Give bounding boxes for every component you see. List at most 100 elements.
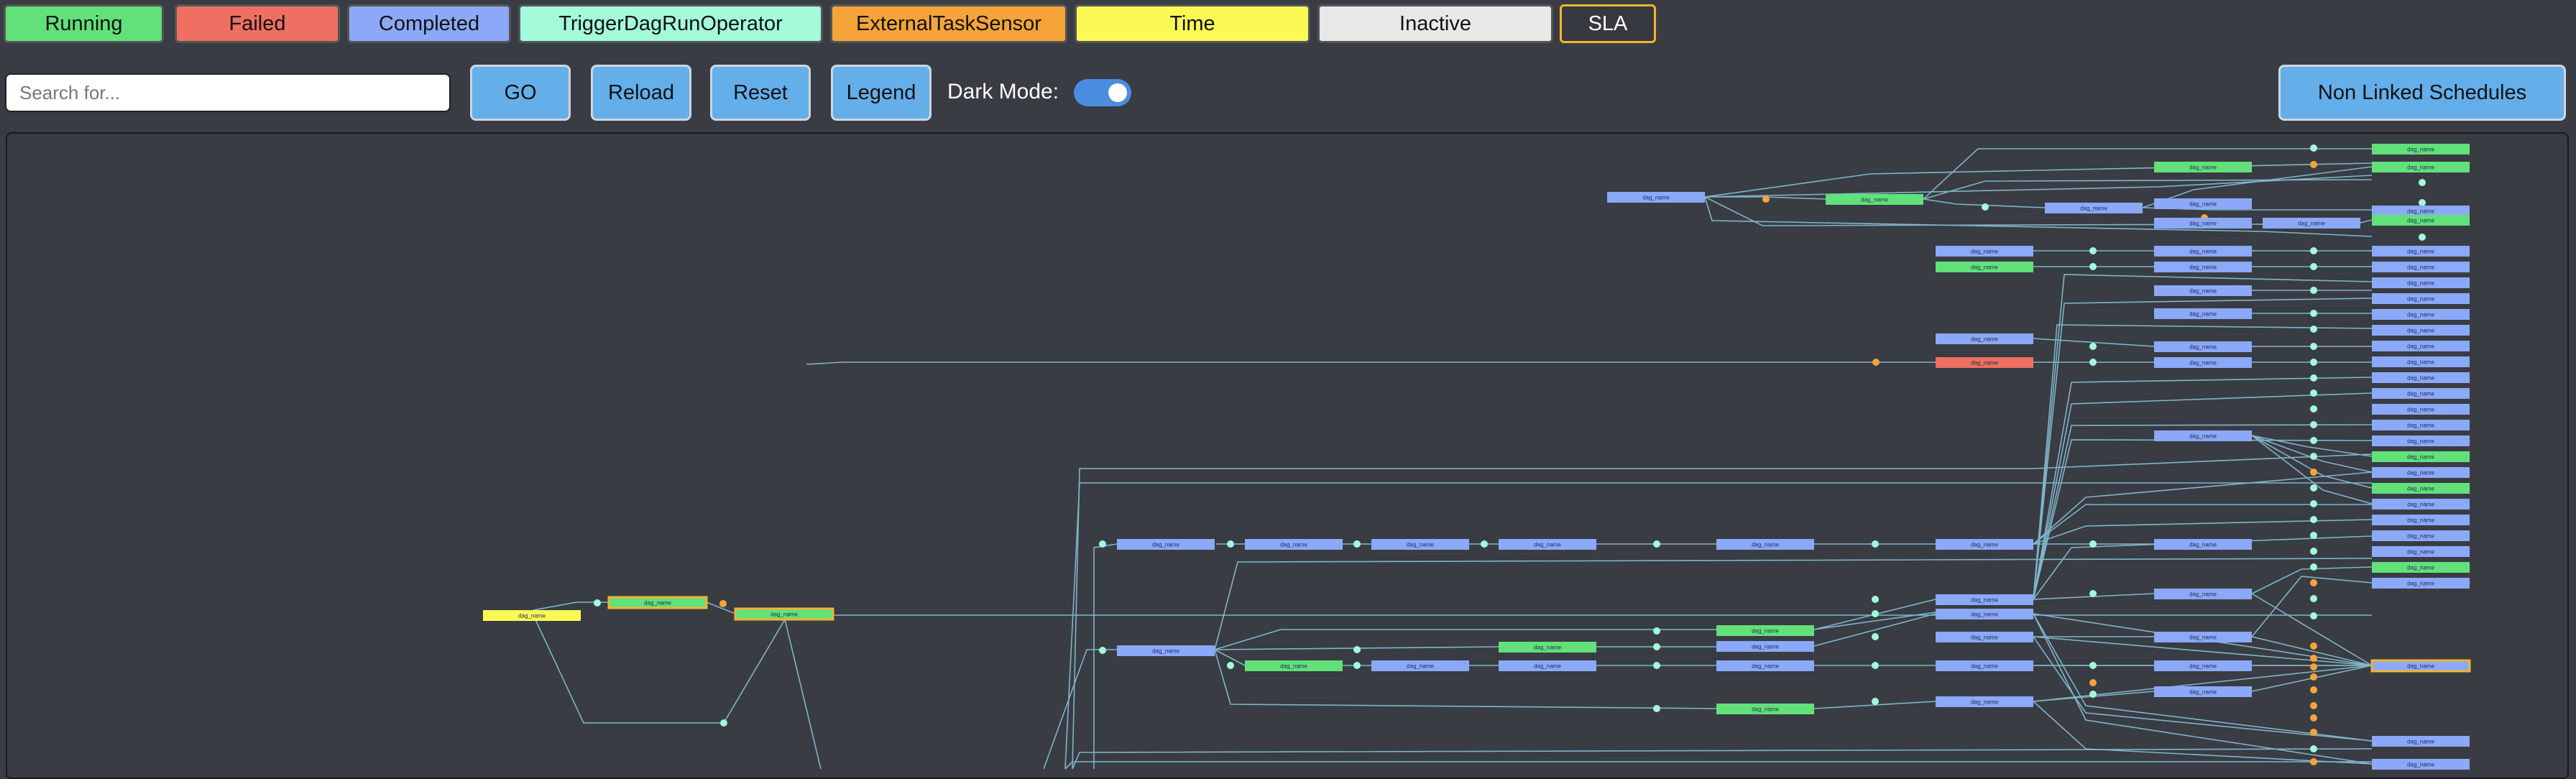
- dag-node[interactable]: dag_name: [1936, 262, 2033, 272]
- trigger-dag-run-dot[interactable]: [1099, 540, 1106, 548]
- dag-node-box[interactable]: [2372, 293, 2470, 304]
- dag-node-box[interactable]: [2154, 632, 2252, 642]
- dag-node[interactable]: dag_name: [1607, 192, 1705, 203]
- dag-node[interactable]: dag_name: [2045, 203, 2143, 213]
- dag-node[interactable]: dag_name: [2372, 759, 2470, 770]
- trigger-dag-run-dot[interactable]: [2310, 310, 2317, 317]
- dag-node-box[interactable]: [2372, 162, 2470, 172]
- trigger-dag-run-dot[interactable]: [2089, 540, 2097, 548]
- dag-node-box[interactable]: [2372, 144, 2470, 155]
- dag-node-box[interactable]: [1936, 246, 2033, 257]
- dag-node[interactable]: dag_name: [2370, 659, 2471, 673]
- dag-node-box[interactable]: [1716, 660, 1814, 671]
- dag-node-box[interactable]: [2372, 309, 2470, 320]
- trigger-dag-run-dot[interactable]: [2310, 247, 2317, 254]
- trigger-dag-run-dot[interactable]: [1653, 643, 1660, 650]
- dag-node-box[interactable]: [2154, 285, 2252, 296]
- trigger-dag-run-dot[interactable]: [2310, 516, 2317, 523]
- external-task-sensor-dot[interactable]: [2089, 679, 2097, 686]
- dag-node-box[interactable]: [2154, 198, 2252, 209]
- dag-node-box[interactable]: [1716, 539, 1814, 550]
- go-button[interactable]: GO: [470, 65, 571, 121]
- trigger-dag-run-dot[interactable]: [1872, 698, 1879, 705]
- dag-node-box[interactable]: [1936, 594, 2033, 605]
- dag-node-box[interactable]: [1936, 262, 2033, 272]
- dag-node-box[interactable]: [1371, 539, 1469, 550]
- dag-node-box[interactable]: [2154, 589, 2252, 599]
- dag-node-box[interactable]: [1499, 539, 1596, 550]
- trigger-dag-run-dot[interactable]: [1353, 540, 1361, 548]
- external-task-sensor-dot[interactable]: [2310, 655, 2317, 662]
- trigger-dag-run-dot[interactable]: [2310, 405, 2317, 412]
- trigger-dag-run-dot[interactable]: [1653, 627, 1660, 635]
- dag-node[interactable]: dag_name: [2154, 218, 2252, 229]
- trigger-dag-run-dot[interactable]: [2419, 234, 2426, 241]
- trigger-dag-run-dot[interactable]: [2089, 247, 2097, 254]
- dag-node[interactable]: dag_name: [1499, 642, 1596, 653]
- dag-node[interactable]: dag_name: [2372, 215, 2470, 226]
- dag-node[interactable]: dag_name: [2154, 686, 2252, 697]
- trigger-dag-run-dot[interactable]: [1872, 540, 1879, 548]
- trigger-dag-run-dot[interactable]: [2089, 359, 2097, 366]
- dag-node-box[interactable]: [2372, 546, 2470, 557]
- trigger-dag-run-dot[interactable]: [2310, 500, 2317, 507]
- external-task-sensor-dot[interactable]: [2310, 729, 2317, 736]
- dag-node-box[interactable]: [2372, 736, 2470, 747]
- dag-node[interactable]: dag_name: [2372, 277, 2470, 288]
- dag-node-box[interactable]: [2372, 759, 2470, 770]
- dag-node-box[interactable]: [2154, 660, 2252, 671]
- dag-node-box[interactable]: [1936, 333, 2033, 344]
- dag-node[interactable]: dag_name: [2372, 162, 2470, 172]
- dag-node-box[interactable]: [2372, 215, 2470, 226]
- dag-node[interactable]: dag_name: [1245, 660, 1343, 671]
- external-task-sensor-dot[interactable]: [2310, 702, 2317, 709]
- external-task-sensor-dot[interactable]: [2310, 686, 2317, 693]
- dag-node[interactable]: dag_name: [2372, 262, 2470, 272]
- external-task-sensor-dot[interactable]: [2310, 469, 2317, 476]
- dag-node[interactable]: dag_name: [1936, 594, 2033, 605]
- dag-node-box[interactable]: [1936, 539, 2033, 550]
- trigger-dag-run-dot[interactable]: [2089, 691, 2097, 698]
- dag-node[interactable]: dag_name: [1499, 660, 1596, 671]
- trigger-dag-run-dot[interactable]: [2310, 453, 2317, 460]
- dag-node-box[interactable]: [1936, 609, 2033, 619]
- trigger-dag-run-dot[interactable]: [2310, 287, 2317, 294]
- dag-node-box[interactable]: [607, 596, 708, 609]
- dag-node[interactable]: dag_name: [2154, 198, 2252, 209]
- trigger-dag-run-dot[interactable]: [2310, 343, 2317, 350]
- dark-mode-toggle[interactable]: [1074, 79, 1131, 106]
- dag-node-box[interactable]: [2372, 499, 2470, 510]
- trigger-dag-run-dot[interactable]: [2089, 263, 2097, 270]
- dag-node-box[interactable]: [2263, 218, 2360, 229]
- dag-node[interactable]: dag_name: [2154, 308, 2252, 319]
- dag-node[interactable]: dag_name: [2154, 430, 2252, 441]
- dag-node[interactable]: dag_name: [2372, 325, 2470, 336]
- dag-node[interactable]: dag_name: [2372, 499, 2470, 510]
- dag-node[interactable]: dag_name: [2372, 388, 2470, 399]
- dag-graph-canvas[interactable]: dag_name dag_name dag_name dag_name dag_name…: [6, 132, 2569, 779]
- dag-node[interactable]: dag_name: [1936, 696, 2033, 707]
- dag-node[interactable]: dag_name: [2154, 246, 2252, 257]
- trigger-dag-run-dot[interactable]: [2419, 179, 2426, 186]
- trigger-dag-run-dot[interactable]: [2310, 532, 2317, 539]
- dag-node[interactable]: dag_name: [2372, 356, 2470, 367]
- dag-node[interactable]: dag_name: [2372, 578, 2470, 589]
- trigger-dag-run-dot[interactable]: [594, 599, 601, 607]
- dag-node[interactable]: dag_name: [1716, 625, 1814, 636]
- trigger-dag-run-dot[interactable]: [2310, 745, 2317, 752]
- external-task-sensor-dot[interactable]: [2310, 714, 2317, 722]
- dag-node-box[interactable]: [2372, 246, 2470, 257]
- dag-node[interactable]: dag_name: [2154, 539, 2252, 550]
- dag-node-box[interactable]: [2372, 262, 2470, 272]
- dag-node-box[interactable]: [2154, 357, 2252, 368]
- dag-node[interactable]: dag_name: [2372, 372, 2470, 383]
- dag-node[interactable]: dag_name: [1936, 333, 2033, 344]
- trigger-dag-run-dot[interactable]: [1653, 540, 1660, 548]
- dag-node-box[interactable]: [2372, 420, 2470, 430]
- dag-node-box[interactable]: [1936, 660, 2033, 671]
- dag-node-box[interactable]: [2154, 686, 2252, 697]
- trigger-dag-run-dot[interactable]: [2089, 343, 2097, 350]
- dag-node[interactable]: dag_name: [1716, 539, 1814, 550]
- trigger-dag-run-dot[interactable]: [1653, 705, 1660, 712]
- dag-node[interactable]: dag_name: [2372, 546, 2470, 557]
